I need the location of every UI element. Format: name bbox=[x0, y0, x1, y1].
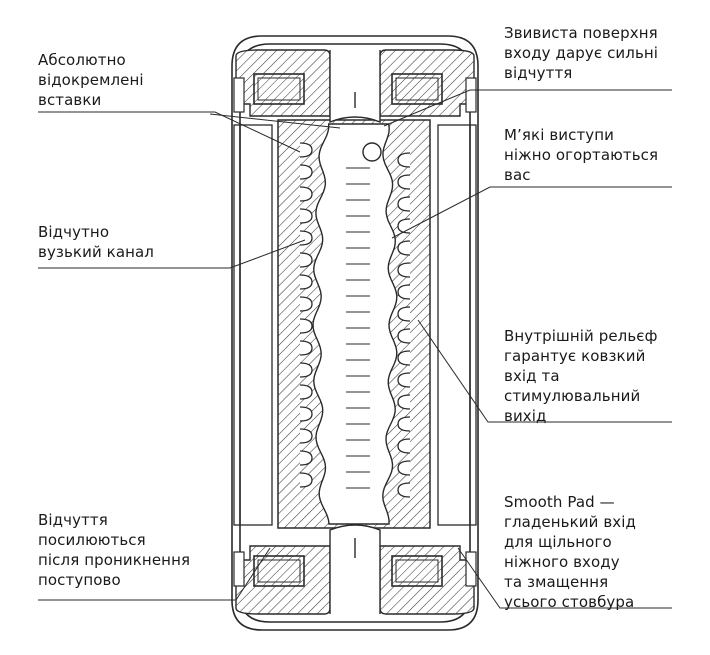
label-line: відчуття bbox=[504, 64, 573, 82]
top-cap-left bbox=[233, 49, 331, 117]
label-line: гарантує ковзкий bbox=[504, 347, 646, 365]
right-nub bbox=[397, 328, 411, 344]
left-nub bbox=[299, 252, 313, 268]
label-sensations-increase: Відчуття посилюються після проникнення п… bbox=[38, 510, 190, 590]
left-nub bbox=[299, 428, 313, 444]
right-nub bbox=[397, 438, 411, 454]
label-line: ніжно огортаються bbox=[504, 146, 659, 164]
label-line: гладенький вхід bbox=[504, 513, 636, 531]
label-line: вихід bbox=[504, 407, 547, 425]
left-nub bbox=[299, 406, 313, 422]
right-nub bbox=[397, 482, 411, 498]
label-line: ніжного входу bbox=[504, 553, 620, 571]
label-line: Відчутно bbox=[38, 223, 110, 241]
right-nub bbox=[397, 240, 411, 256]
label-line: та змащення bbox=[504, 573, 609, 591]
left-nub bbox=[299, 450, 313, 466]
top-cap-right bbox=[379, 49, 477, 117]
label-line: входу дарує сильні bbox=[504, 44, 659, 62]
label-line: усього стовбура bbox=[504, 593, 635, 611]
right-nub bbox=[397, 152, 411, 168]
label-line: вхід та bbox=[504, 367, 560, 385]
left-nub bbox=[299, 164, 313, 180]
label-line: для щільного bbox=[504, 533, 612, 551]
right-nub bbox=[397, 218, 411, 234]
left-nub bbox=[299, 472, 313, 488]
right-nub bbox=[397, 196, 411, 212]
left-nub bbox=[299, 340, 313, 356]
label-narrow-channel: Відчутно вузький канал bbox=[38, 222, 154, 262]
right-nub bbox=[397, 284, 411, 300]
left-nub bbox=[299, 186, 313, 202]
right-nub bbox=[397, 350, 411, 366]
label-line: вузький канал bbox=[38, 243, 154, 261]
label-smooth-pad: Smooth Pad — гладенький вхід для щільног… bbox=[504, 492, 636, 612]
right-nub bbox=[397, 306, 411, 322]
label-line: вас bbox=[504, 166, 531, 184]
label-spiral-entry: Звивиста поверхня входу дарує сильні від… bbox=[504, 23, 658, 83]
label-line: стимулювальний bbox=[504, 387, 641, 405]
right-nub bbox=[397, 262, 411, 278]
label-inner-relief: Внутрішній рельєф гарантує ковзкий вхід … bbox=[504, 326, 658, 426]
right-nub bbox=[397, 174, 411, 190]
leader-lines bbox=[38, 89, 672, 609]
left-nub bbox=[299, 208, 313, 224]
label-soft-nubs: М’які виступи ніжно огортаються вас bbox=[504, 125, 658, 185]
label-line: відокремлені bbox=[38, 71, 144, 89]
left-nub bbox=[299, 230, 313, 246]
label-line: посилюються bbox=[38, 531, 146, 549]
label-line: Відчуття bbox=[38, 511, 108, 529]
left-nub bbox=[299, 384, 313, 400]
bottom-cap-right bbox=[379, 545, 477, 615]
label-line: М’які виступи bbox=[504, 126, 615, 144]
label-line: Smooth Pad — bbox=[504, 493, 615, 511]
side-panels bbox=[233, 124, 477, 526]
left-nub bbox=[299, 362, 313, 378]
left-nub bbox=[299, 142, 313, 158]
right-nub bbox=[397, 394, 411, 410]
label-separate-inserts: Абсолютно відокремлені вставки bbox=[38, 50, 144, 110]
label-line: Абсолютно bbox=[38, 51, 126, 69]
bottom-cap-left bbox=[233, 545, 331, 615]
left-nub bbox=[299, 274, 313, 290]
label-line: після проникнення bbox=[38, 551, 191, 569]
inner-channel bbox=[299, 123, 411, 525]
label-line: Звивиста поверхня bbox=[504, 24, 658, 42]
left-nub bbox=[299, 318, 313, 334]
right-nub bbox=[397, 460, 411, 476]
right-nub bbox=[397, 416, 411, 432]
label-line: вставки bbox=[38, 91, 102, 109]
right-nub bbox=[397, 372, 411, 388]
label-line: поступово bbox=[38, 571, 121, 589]
label-line: Внутрішній рельєф bbox=[504, 327, 658, 345]
left-nub bbox=[299, 296, 313, 312]
